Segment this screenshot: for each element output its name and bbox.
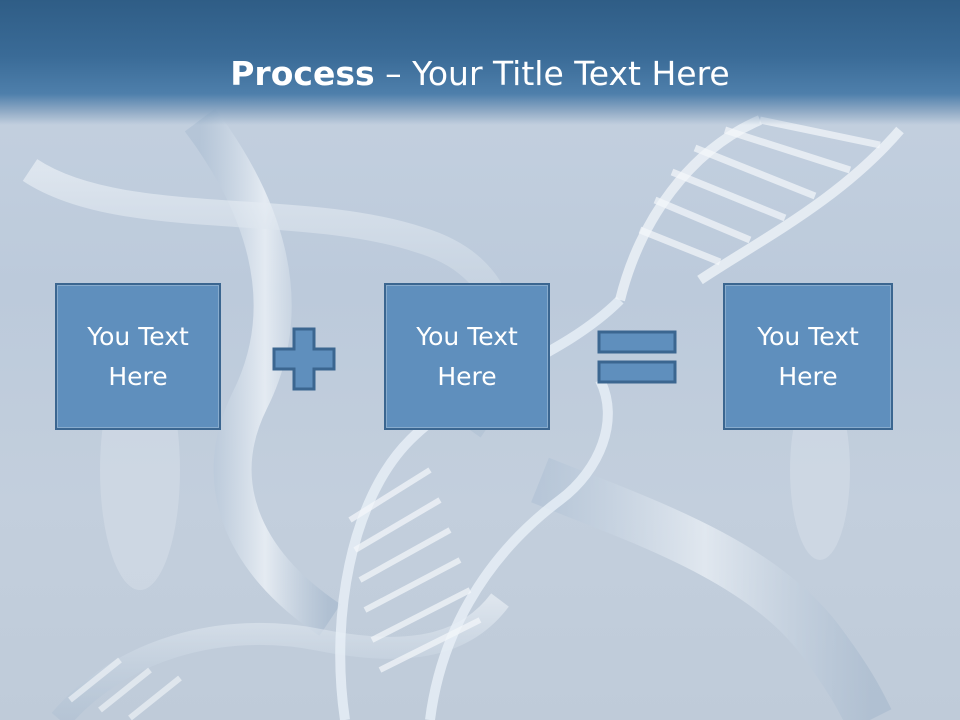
text-box-3-label: You Text Here: [757, 321, 859, 391]
text-box-2-label: You Text Here: [416, 321, 518, 391]
plus-icon: [272, 327, 336, 391]
header-band: [0, 0, 960, 125]
text-box-1[interactable]: You Text Here: [55, 283, 221, 430]
text-box-1-label: You Text Here: [87, 321, 189, 391]
text-box-2[interactable]: You Text Here: [384, 283, 550, 430]
slide-title: Process – Your Title Text Here: [0, 50, 960, 98]
text-box-3[interactable]: You Text Here: [723, 283, 893, 430]
title-bold-text: Process: [230, 54, 375, 93]
equals-icon: [597, 330, 677, 384]
title-regular-text: – Your Title Text Here: [374, 54, 730, 93]
